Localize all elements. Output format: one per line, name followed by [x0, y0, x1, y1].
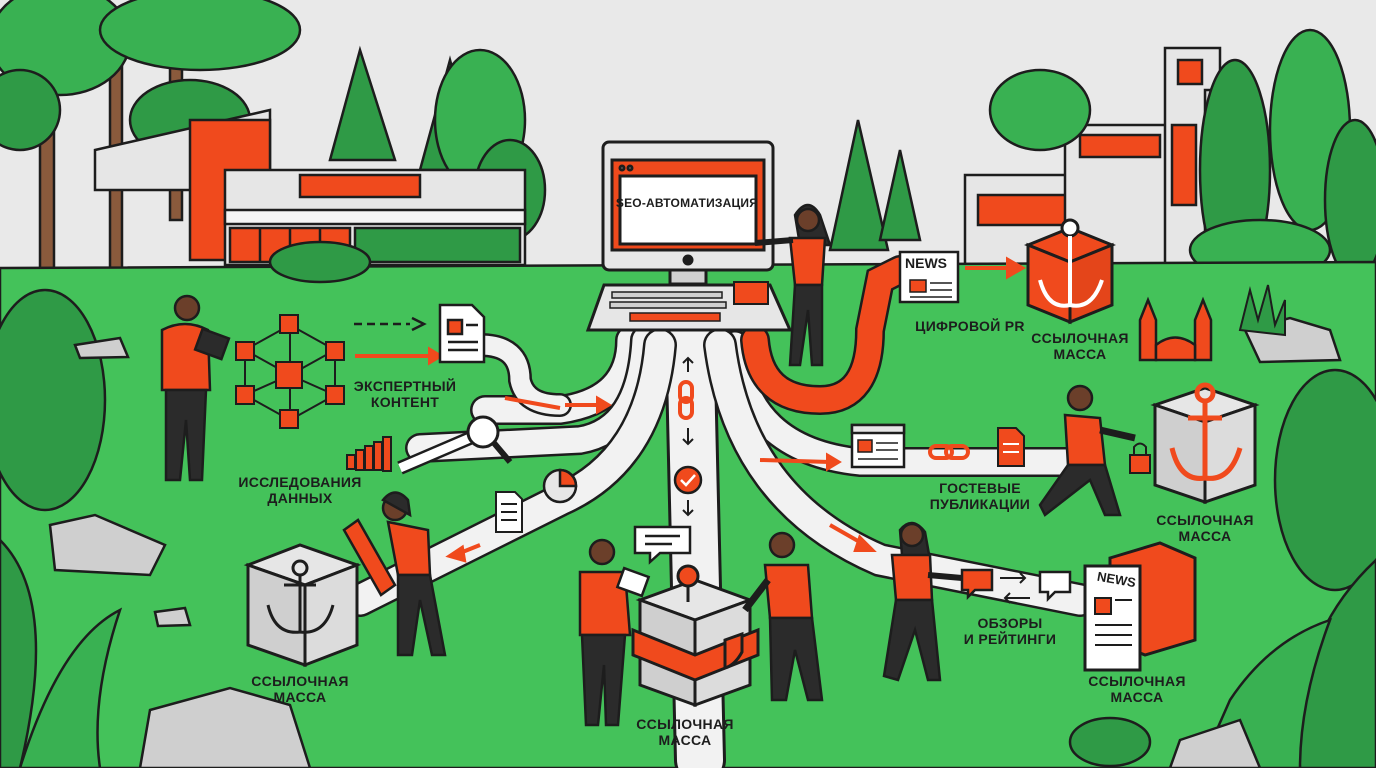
label-link-mass-left: ССЫЛОЧНАЯ МАССА — [245, 673, 355, 705]
label-link-mass-top-right-line1: ССЫЛОЧНАЯ — [1025, 330, 1135, 346]
label-guest-posts-line1: ГОСТЕВЫЕ — [915, 480, 1045, 496]
computer-terminal — [588, 142, 790, 330]
label-link-mass-top-right-line2: МАССА — [1025, 346, 1135, 362]
label-data-research-line2: ДАННЫХ — [230, 490, 370, 506]
label-reviews-ratings-line1: ОБЗОРЫ — [950, 615, 1070, 631]
label-guest-posts-line2: ПУБЛИКАЦИИ — [915, 496, 1045, 512]
label-link-mass-left-line2: МАССА — [245, 689, 355, 705]
label-link-mass-bottom-right: ССЫЛОЧНАЯ МАССА — [1082, 673, 1192, 705]
label-link-mass-top-right: ССЫЛОЧНАЯ МАССА — [1025, 330, 1135, 362]
label-data-research-line1: ИССЛЕДОВАНИЯ — [230, 474, 370, 490]
label-link-mass-bottom-right-line1: ССЫЛОЧНАЯ — [1082, 673, 1192, 689]
label-link-mass-left-line1: ССЫЛОЧНАЯ — [245, 673, 355, 689]
pie-chart-icon — [544, 470, 576, 502]
label-expert-content-line2: КОНТЕНТ — [345, 394, 465, 410]
guest-document-icon — [998, 428, 1024, 466]
label-link-mass-center-line2: МАССА — [630, 732, 740, 748]
label-data-research: ИССЛЕДОВАНИЯ ДАННЫХ — [230, 474, 370, 506]
report-document-icon — [496, 492, 522, 532]
label-link-mass-right-mid: ССЫЛОЧНАЯ МАССА — [1150, 512, 1260, 544]
label-digital-pr-line1: ЦИФРОВОЙ PR — [905, 318, 1035, 334]
check-badge-icon — [675, 467, 701, 493]
label-expert-content-line1: ЭКСПЕРТНЫЙ — [345, 378, 465, 394]
newspaper-badge: NEWS — [905, 255, 947, 271]
label-link-mass-right-mid-line1: ССЫЛОЧНАЯ — [1150, 512, 1260, 528]
label-reviews-ratings-line2: И РЕЙТИНГИ — [950, 631, 1070, 647]
label-reviews-ratings: ОБЗОРЫ И РЕЙТИНГИ — [950, 615, 1070, 647]
label-link-mass-bottom-right-line2: МАССА — [1082, 689, 1192, 705]
label-link-mass-center-line1: ССЫЛОЧНАЯ — [630, 716, 740, 732]
browser-window-icon — [852, 425, 904, 467]
label-link-mass-center: ССЫЛОЧНАЯ МАССА — [630, 716, 740, 748]
label-link-mass-right-mid-line2: МАССА — [1150, 528, 1260, 544]
label-digital-pr: ЦИФРОВОЙ PR — [905, 318, 1035, 334]
screen-title: SEO-АВТОМАТИЗАЦИЯ — [612, 196, 762, 210]
label-expert-content: ЭКСПЕРТНЫЙ КОНТЕНТ — [345, 378, 465, 410]
link-mass-box-left — [248, 545, 357, 665]
label-guest-posts: ГОСТЕВЫЕ ПУБЛИКАЦИИ — [915, 480, 1045, 512]
